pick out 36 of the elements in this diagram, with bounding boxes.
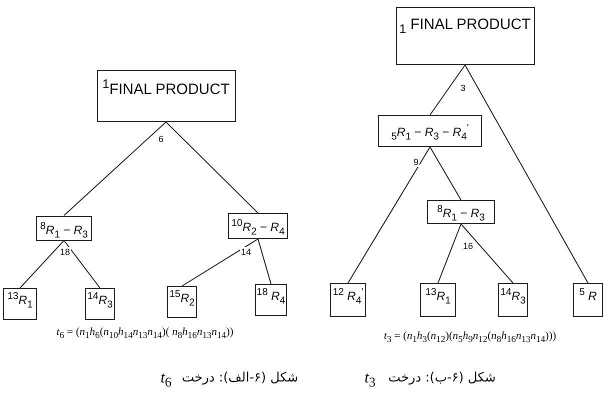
- tree-edge: [460, 224, 514, 284]
- tree-node-box: $^{15}$R$_{2}$: [167, 286, 197, 318]
- tree-edge: [464, 64, 588, 284]
- tree-node-box: $^{13}$R$_{1}$: [420, 283, 456, 317]
- tree-node-box: $^{5}$ R: [573, 283, 603, 317]
- edge-label: 18: [59, 247, 71, 257]
- tree-node-box: $^{13}$R$_{1}$: [3, 288, 37, 320]
- tree-edge: [64, 240, 100, 288]
- tree-edge: [348, 146, 430, 284]
- tree-node-box: $^{14}$R$_{3}$: [85, 288, 115, 320]
- tree-node-box: $^{1}$FINAL PRODUCT: [96, 70, 236, 122]
- tree-edge: [182, 238, 258, 286]
- tree-edge: [438, 224, 462, 284]
- tree-node-box: $^{14}$R$_{3}$: [498, 283, 528, 317]
- tree-node-box: $^{8}$R$_{1}$ − R$_{3}$: [36, 216, 92, 240]
- tree-formula: t$_{3}$ = (n$_{1}$h$_{3}$(n$_{12}$)(n$_{5}$h$_{9}$n$_{12}$(n$_{8}$h$_{16}$n$_{13}$n$_{14}$))): [384, 330, 556, 344]
- caption-text: شکل (۶-ب): درخت: [388, 370, 496, 386]
- tree-node-box: $^{8}$R$_{1}$ − R$_{3}$: [427, 200, 495, 224]
- edge-label: 3: [460, 83, 466, 93]
- tree-edge: [430, 64, 466, 116]
- tree-edge: [258, 238, 272, 284]
- tree-edge: [430, 146, 462, 200]
- edge-label: 6: [158, 134, 164, 144]
- edge-label: 9: [412, 157, 420, 167]
- caption-formula: t$_{3}$: [364, 369, 376, 391]
- edge-label: 14: [240, 247, 252, 257]
- caption-formula: t$_{6}$: [160, 369, 172, 391]
- caption-text: شکل (۶-الف): درخت: [182, 370, 298, 386]
- edge-label: 16: [462, 241, 474, 251]
- tree-node-box: $_{1}$ FINAL PRODUCT: [396, 7, 534, 65]
- tree-edge: [20, 240, 64, 288]
- tree-edge: [64, 122, 166, 216]
- tree-formula: t$_{6}$ = (n$_{1}$h$_{6}$(n$_{10}$h$_{14}$n$_{13}$n$_{14}$)( n$_{8}$h$_{16}$n$_{13}$n$_{14}$)): [56, 326, 234, 340]
- tree-node-box: $^{10}$R$_{2}$ − R$_{4}$: [228, 213, 288, 239]
- tree-node-box: $^{18}$ R$_{4}$: [255, 284, 287, 316]
- tree-edge: [166, 122, 258, 214]
